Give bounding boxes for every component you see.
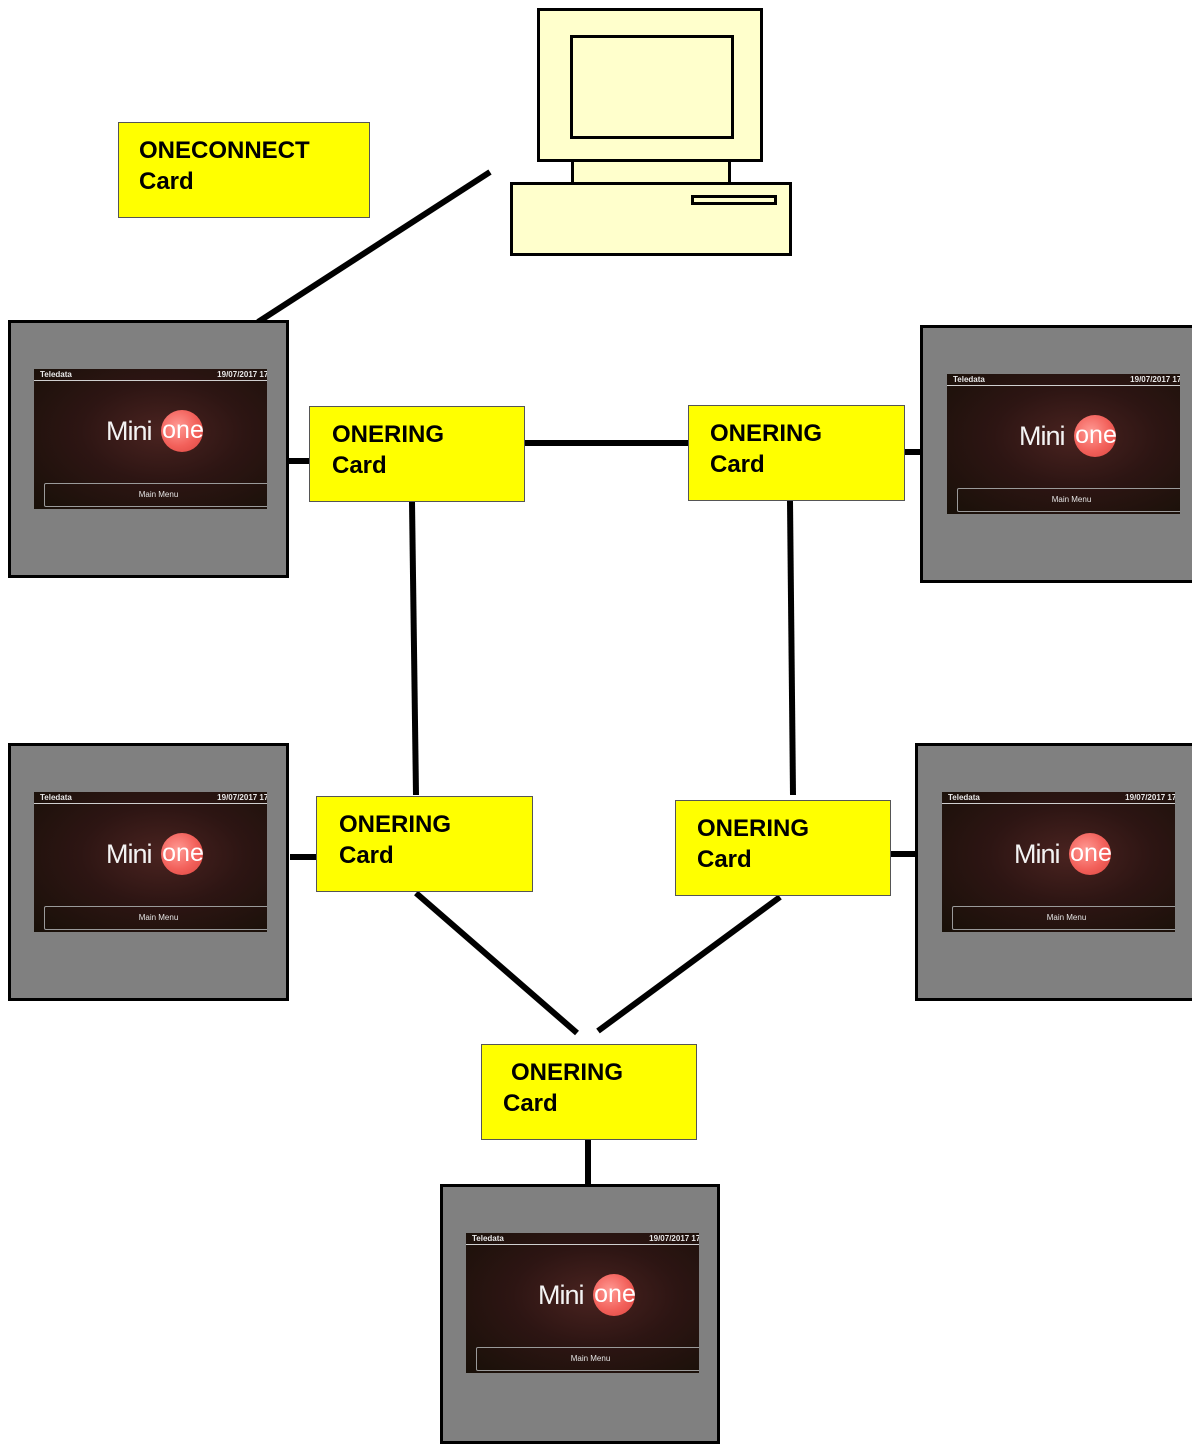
computer-monitor bbox=[537, 8, 763, 162]
logo-circle bbox=[1074, 415, 1116, 457]
minione-logo: Mini one bbox=[538, 1273, 648, 1317]
oneconnect-card: ONECONNECT Card bbox=[118, 122, 370, 218]
oneconnect-card-line2: Card bbox=[139, 168, 194, 195]
main-menu-button: Main Menu bbox=[44, 483, 267, 507]
device-screen: Teledata 19/07/2017 17: Mini one Main Me… bbox=[947, 374, 1180, 514]
main-menu-button: Main Menu bbox=[44, 906, 267, 930]
device-screen: Teledata 19/07/2017 17: Mini one Main Me… bbox=[466, 1233, 699, 1373]
screen-status-bar: Teledata 19/07/2017 17: bbox=[34, 792, 267, 804]
logo-text-one: one bbox=[594, 1280, 636, 1308]
onering-card-5: ONERING Card bbox=[481, 1044, 697, 1140]
onering-card-line1: ONERING bbox=[697, 815, 810, 842]
screen-datetime: 19/07/2017 17: bbox=[1130, 375, 1180, 384]
minione-device-1: Teledata 19/07/2017 17: Mini one Main Me… bbox=[8, 320, 289, 578]
minione-device-3: Teledata 19/07/2017 17: Mini one Main Me… bbox=[8, 743, 289, 1001]
onering-card-line1: ONERING bbox=[332, 421, 445, 448]
minione-device-2: Teledata 19/07/2017 17: Mini one Main Me… bbox=[920, 325, 1192, 583]
minione-logo: Mini one bbox=[1014, 832, 1124, 876]
logo-text-one: one bbox=[162, 839, 204, 867]
main-menu-button: Main Menu bbox=[952, 906, 1175, 930]
link-card-2-card-4 bbox=[787, 500, 796, 796]
onering-card-line1: ONERING bbox=[339, 811, 452, 838]
device-screen: Teledata 19/07/2017 17: Mini one Main Me… bbox=[34, 369, 267, 509]
screen-status-bar: Teledata 19/07/2017 17: bbox=[34, 369, 267, 381]
link-card-1-card-3 bbox=[409, 501, 419, 796]
screen-brand: Teledata bbox=[472, 1234, 504, 1243]
onering-card-1: ONERING Card bbox=[309, 406, 525, 502]
logo-text-mini: Mini bbox=[106, 416, 153, 446]
screen-status-bar: Teledata 19/07/2017 17: bbox=[942, 792, 1175, 804]
screen-brand: Teledata bbox=[40, 370, 72, 379]
onering-card-line2: Card bbox=[332, 452, 387, 479]
onering-card-line2: Card bbox=[339, 842, 394, 869]
logo-text-mini: Mini bbox=[538, 1280, 585, 1310]
screen-status-bar: Teledata 19/07/2017 17: bbox=[947, 374, 1180, 386]
onering-card-3: ONERING Card bbox=[316, 796, 533, 892]
screen-datetime: 19/07/2017 17: bbox=[649, 1234, 699, 1243]
logo-text-mini: Mini bbox=[1014, 839, 1061, 869]
screen-datetime: 19/07/2017 17: bbox=[217, 793, 267, 802]
onering-card-line2: Card bbox=[710, 451, 765, 478]
logo-text-one: one bbox=[1075, 421, 1117, 449]
minione-logo: Mini one bbox=[106, 832, 216, 876]
onering-card-line2: Card bbox=[697, 846, 752, 873]
minione-logo: Mini one bbox=[1019, 414, 1129, 458]
logo-circle bbox=[161, 833, 203, 875]
screen-status-bar: Teledata 19/07/2017 17: bbox=[466, 1233, 699, 1245]
computer-base bbox=[510, 182, 792, 256]
logo-circle bbox=[161, 410, 203, 452]
screen-brand: Teledata bbox=[948, 793, 980, 802]
computer-stand bbox=[571, 162, 731, 184]
link-card-4-card-5 bbox=[596, 894, 782, 1034]
computer-drive-slot bbox=[691, 195, 777, 205]
link-card-3-card-5 bbox=[414, 890, 579, 1036]
screen-datetime: 19/07/2017 17: bbox=[1125, 793, 1175, 802]
onering-card-2: ONERING Card bbox=[688, 405, 905, 501]
logo-circle bbox=[1069, 833, 1111, 875]
computer-screen bbox=[570, 35, 734, 139]
minione-device-5: Teledata 19/07/2017 17: Mini one Main Me… bbox=[440, 1184, 720, 1444]
screen-brand: Teledata bbox=[953, 375, 985, 384]
logo-text-one: one bbox=[1070, 839, 1112, 867]
screen-brand: Teledata bbox=[40, 793, 72, 802]
onering-card-4: ONERING Card bbox=[675, 800, 891, 896]
logo-text-one: one bbox=[162, 416, 204, 444]
onering-card-line1: ONERING bbox=[710, 420, 823, 447]
logo-text-mini: Mini bbox=[106, 839, 153, 869]
device-screen: Teledata 19/07/2017 17: Mini one Main Me… bbox=[34, 792, 267, 932]
minione-device-4: Teledata 19/07/2017 17: Mini one Main Me… bbox=[915, 743, 1192, 1001]
logo-text-mini: Mini bbox=[1019, 421, 1066, 451]
link-computer-device-1 bbox=[256, 169, 492, 325]
minione-logo: Mini one bbox=[106, 409, 216, 453]
onering-card-line2: Card bbox=[503, 1090, 558, 1117]
main-menu-button: Main Menu bbox=[957, 488, 1180, 512]
oneconnect-card-line1: ONECONNECT bbox=[139, 137, 310, 164]
device-screen: Teledata 19/07/2017 17: Mini one Main Me… bbox=[942, 792, 1175, 932]
main-menu-button: Main Menu bbox=[476, 1347, 699, 1371]
onering-card-line1: ONERING bbox=[511, 1059, 624, 1086]
screen-datetime: 19/07/2017 17: bbox=[217, 370, 267, 379]
logo-circle bbox=[593, 1274, 635, 1316]
